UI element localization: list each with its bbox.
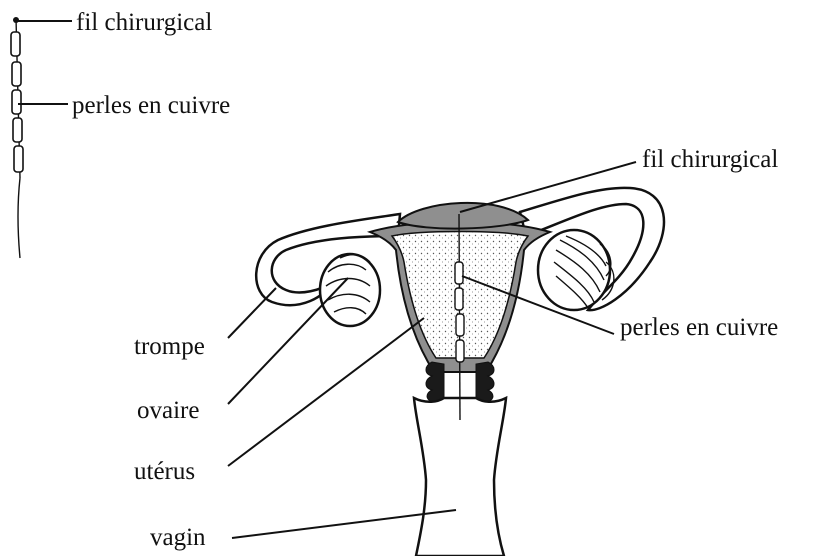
device-bead <box>12 62 21 86</box>
inserted-bead <box>455 262 463 284</box>
uterus-label: utérus <box>134 458 195 485</box>
uterus-fundus <box>398 203 528 229</box>
device-thread-label: fil chirurgical <box>76 9 212 36</box>
vagina <box>414 398 506 556</box>
tube-label: trompe <box>134 333 205 360</box>
ovary-label: ovaire <box>137 397 199 424</box>
device-bead <box>14 146 23 172</box>
inserted-bead <box>456 340 464 362</box>
standalone-device: fil chirurgical perles en cuivre <box>11 9 230 258</box>
uterus-thread-label: fil chirurgical <box>642 146 778 173</box>
uterus-illustration <box>256 188 664 556</box>
vagina-label: vagin <box>150 524 206 551</box>
device-bead <box>13 118 22 142</box>
inserted-bead <box>456 314 464 336</box>
uterus-leader <box>228 318 424 466</box>
uterus-beads-label: perles en cuivre <box>620 314 778 341</box>
tube-leader <box>228 288 276 338</box>
device-beads <box>11 32 23 172</box>
device-bead <box>11 32 20 56</box>
inserted-bead <box>455 288 463 310</box>
device-bead <box>12 90 21 114</box>
device-thread-tail <box>18 178 20 258</box>
device-beads-label: perles en cuivre <box>72 92 230 119</box>
left-ovary <box>320 254 380 326</box>
